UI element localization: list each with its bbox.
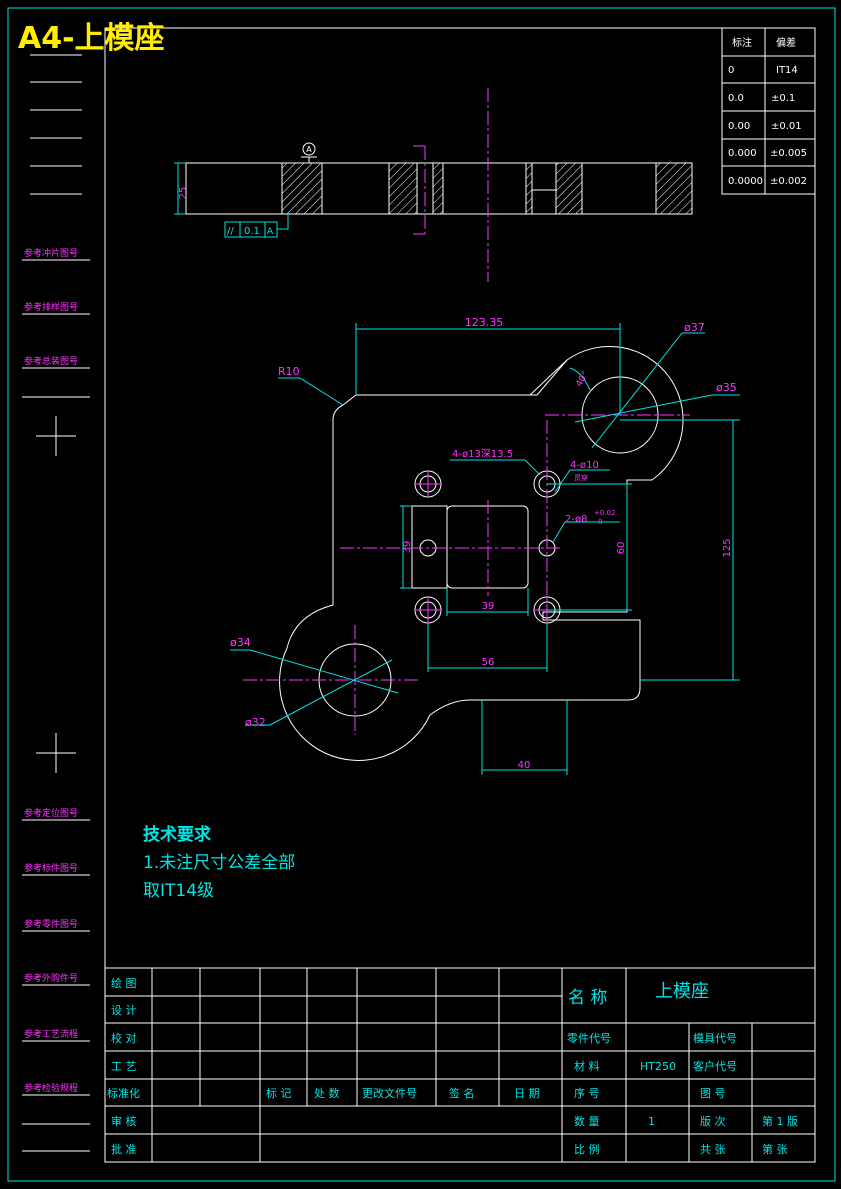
- drawing-no-label: 图 号: [700, 1087, 726, 1100]
- inner-frame: [104, 27, 816, 1163]
- rev-header: 签 名: [449, 1086, 475, 1100]
- stamp-field: 参考冲片图号: [24, 247, 78, 259]
- dim-screw-holes: 4-ø13深13.5: [452, 448, 513, 460]
- stamp-field: 参考排样图号: [24, 301, 78, 313]
- dim-width-39: 39: [482, 601, 495, 612]
- tb-label: 绘 图: [111, 976, 137, 990]
- rev-header: 日 期: [514, 1087, 540, 1100]
- tb-label: 标准化: [107, 1086, 140, 1100]
- tb-label: 设 计: [111, 1004, 137, 1017]
- tol-cell: IT14: [776, 65, 798, 76]
- hatch-region: [655, 162, 693, 215]
- dim-radius: R10: [278, 365, 300, 378]
- tol-cell: 0: [728, 65, 734, 76]
- dim-dowel-tol-upper: +0.02: [594, 509, 615, 517]
- mold-code-label: 模具代号: [693, 1032, 737, 1045]
- stamp-field: 参考零件图号: [24, 918, 78, 930]
- scale-label: 比 例: [574, 1142, 600, 1156]
- outer-border: [7, 7, 836, 1182]
- tech-line: 取IT14级: [143, 881, 214, 901]
- tol-cell: 0.0000: [728, 176, 763, 187]
- dim-125: 125: [722, 538, 733, 557]
- flatness-value: 0.1: [244, 226, 260, 237]
- dim-dowel-tol-lower: 0: [598, 518, 602, 526]
- hatch-region: [388, 162, 418, 215]
- tol-cell: 0.00: [728, 121, 750, 132]
- sheet-title: A4-上模座: [18, 21, 165, 56]
- tech-line: 1.未注尺寸公差全部: [143, 853, 295, 873]
- rev-header: 更改文件号: [362, 1086, 417, 1100]
- flatness-symbol: //: [227, 226, 234, 237]
- datum-circle: [302, 142, 316, 156]
- dim-56: 56: [482, 657, 495, 668]
- stamp-field: 参考标件图号: [24, 862, 78, 874]
- total-sheets-label: 共 张: [700, 1143, 726, 1156]
- dim-dia-32: ø32: [245, 716, 266, 729]
- hatch-region: [555, 162, 583, 215]
- left-stamp-column: 参考冲片图号 参考排样图号 参考总装图号 参考定位图号 参考标件图号 参考零件图…: [22, 54, 90, 1152]
- stamp-field: 参考总装图号: [24, 355, 78, 367]
- dim-dia-35: ø35: [716, 381, 737, 394]
- tech-requirements: 技术要求 1.未注尺寸公差全部 取IT14级: [143, 824, 295, 901]
- dim-height-39: 39: [402, 541, 413, 554]
- tolerance-table: 标注 偏差 0 IT14 0.0 ±0.1 0.00 ±0.01 0.000 ±…: [721, 27, 816, 195]
- name-label: 名 称: [568, 988, 607, 1008]
- sheet-no-label: 第 张: [762, 1142, 788, 1156]
- hatch-region: [281, 162, 323, 215]
- tol-cell: 0.000: [728, 148, 757, 159]
- tol-cell: ±0.1: [771, 93, 795, 104]
- tol-cell: ±0.01: [771, 121, 802, 132]
- hatch-region: [432, 162, 444, 215]
- dim-pin-holes: 4-ø10: [570, 460, 599, 471]
- dim-thickness: 25: [178, 187, 189, 200]
- stamp-field: 参考检验规程: [24, 1082, 78, 1094]
- tol-cell: 0.0: [728, 93, 744, 104]
- part-outline: [279, 346, 684, 761]
- tb-label: 审 核: [111, 1114, 137, 1128]
- dim-overall-width: 123.35: [465, 316, 504, 329]
- qty-label: 数 量: [574, 1115, 600, 1128]
- qty-value: 1: [648, 1115, 655, 1128]
- plan-view: 123.35 ø37 ø35 R10 40° 4-ø13深13.5 4-ø10 …: [230, 316, 740, 775]
- tb-label: 批 准: [111, 1142, 137, 1156]
- registration-mark: [36, 416, 76, 456]
- tol-cell: ±0.002: [770, 176, 807, 187]
- part-name: 上模座: [655, 981, 709, 1002]
- rev-header: 处 数: [314, 1087, 340, 1100]
- edition-value: 第 1 版: [762, 1114, 798, 1128]
- material-label: 材 料: [574, 1059, 600, 1073]
- dim-40: 40: [518, 760, 531, 771]
- material-value: HT250: [640, 1060, 676, 1073]
- edition-label: 版 次: [700, 1114, 726, 1128]
- dim-60: 60: [616, 542, 627, 555]
- tech-title: 技术要求: [143, 824, 211, 845]
- customer-code-label: 客户代号: [693, 1059, 737, 1073]
- title-block: 绘 图 设 计 校 对 工 艺 标准化 审 核 批 准 标 记 处 数 更改文件…: [105, 967, 815, 1162]
- rev-header: 标 记: [266, 1086, 292, 1100]
- datum-label: A: [306, 145, 312, 154]
- tol-header: 标注: [732, 36, 752, 49]
- section-view: 25 A // 0.1 A: [174, 88, 693, 282]
- dim-dia-34: ø34: [230, 636, 251, 649]
- tb-label: 工 艺: [111, 1060, 137, 1073]
- part-code-label: 零件代号: [567, 1032, 611, 1045]
- dim-dia-37: ø37: [684, 321, 705, 334]
- tol-cell: ±0.005: [770, 148, 807, 159]
- dim-pin-holes-note: 贯穿: [574, 473, 588, 482]
- stamp-field: 参考定位图号: [24, 807, 78, 819]
- stamp-field: 参考外购件号: [24, 972, 78, 984]
- flatness-datum: A: [267, 227, 274, 237]
- registration-mark: [36, 733, 76, 773]
- hatch-region: [525, 162, 533, 215]
- seq-label: 序 号: [574, 1086, 600, 1100]
- tb-label: 校 对: [111, 1031, 137, 1045]
- stamp-field: 参考工艺流程: [24, 1028, 78, 1040]
- tol-header: 偏差: [776, 36, 796, 49]
- dim-dowel-holes: 2-ø8: [565, 514, 587, 525]
